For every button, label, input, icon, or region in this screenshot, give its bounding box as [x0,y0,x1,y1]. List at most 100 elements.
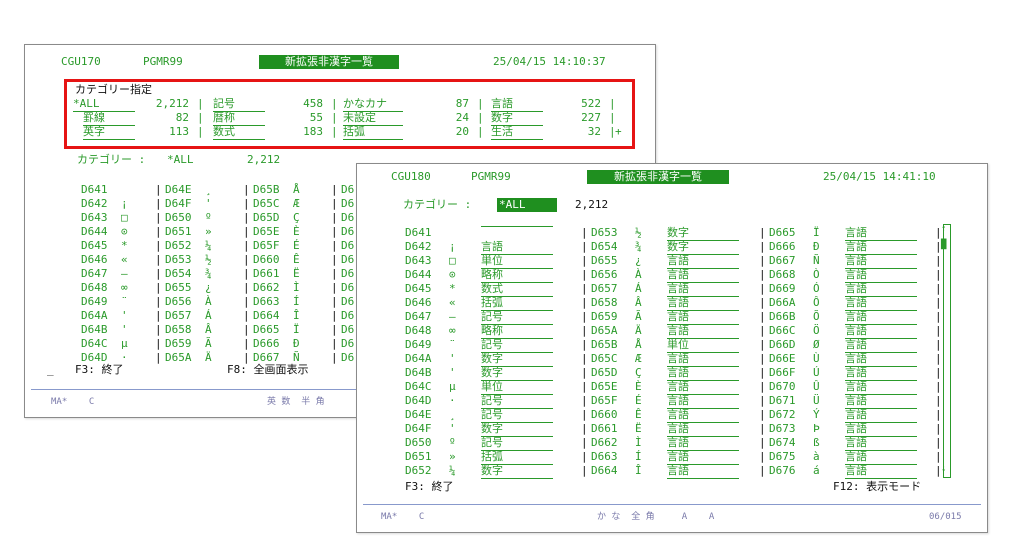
column-separator: | [477,125,484,138]
category-option[interactable]: 数式 [213,125,265,140]
char-code: D664 [591,464,618,477]
char-glyph: ∞ [449,324,456,337]
category-option[interactable]: 未設定 [343,111,403,126]
char-glyph: ½ [205,253,212,266]
column-separator: | [581,450,588,463]
f3-exit-key[interactable]: F3: 終了 [405,480,454,493]
category-field[interactable]: 記号 [481,338,553,353]
column-separator: | [759,380,766,393]
category-field[interactable]: 言語 [667,464,739,479]
category-field[interactable]: 言語 [667,380,739,395]
scroll-thumb[interactable]: █ [941,240,947,250]
category-option[interactable]: 暦称 [213,111,265,126]
category-field[interactable]: 言語 [667,394,739,409]
char-code: D665 [253,323,280,336]
category-field[interactable]: 言語 [845,450,917,465]
f3-exit-key[interactable]: F3: 終了 [75,363,124,376]
char-code: D6 [341,295,355,308]
category-field[interactable]: 言語 [667,324,739,339]
column-separator: | [331,225,338,238]
category-field[interactable]: 言語 [845,352,917,367]
category-field[interactable]: 略称 [481,268,553,283]
category-option[interactable]: 数字 [491,111,543,126]
scrollbar[interactable] [943,224,951,478]
category-option[interactable]: かなカナ [343,97,403,112]
category-field[interactable]: 言語 [667,254,739,269]
category-field[interactable]: 言語 [845,436,917,451]
category-option[interactable]: *ALL [73,97,135,112]
char-glyph: □ [449,254,456,267]
scroll-down-icon[interactable]: ⇣ [941,464,947,474]
category-field[interactable]: 記号 [481,408,553,423]
char-glyph: ¾ [205,267,212,280]
category-option[interactable]: 英字 [83,125,135,140]
char-glyph: ' [449,366,456,379]
category-input[interactable]: *ALL [497,198,557,212]
category-field[interactable]: 数字 [667,226,739,241]
category-field[interactable]: 言語 [667,422,739,437]
char-code: D660 [591,408,618,421]
category-option[interactable]: 括弧 [343,125,403,140]
category-field[interactable]: 数字 [481,352,553,367]
category-field[interactable]: 言語 [845,338,917,353]
category-field[interactable]: 言語 [667,436,739,451]
category-field[interactable]: 言語 [845,366,917,381]
category-field[interactable]: 言語 [845,254,917,269]
category-field[interactable]: 記号 [481,394,553,409]
column-separator: | [581,254,588,267]
char-code: D64D [81,351,108,364]
char-code: D670 [769,380,796,393]
scroll-up-icon[interactable]: ⇡ [941,224,947,234]
category-field[interactable]: 数字 [481,422,553,437]
category-field[interactable]: 数字 [667,240,739,255]
category-field[interactable]: 数式 [481,282,553,297]
category-field[interactable]: 単位 [667,338,739,353]
category-field[interactable]: 記号 [481,310,553,325]
category-field[interactable]: 単位 [481,380,553,395]
f8-fullscreen-key[interactable]: F8: 全画面表示 [227,363,309,376]
category-field[interactable]: 言語 [845,422,917,437]
category-field[interactable]: 言語 [845,296,917,311]
category-field[interactable]: 言語 [845,282,917,297]
category-field[interactable]: 言語 [845,310,917,325]
category-field[interactable]: 言語 [845,240,917,255]
char-glyph: ¨ [121,295,128,308]
category-field[interactable]: 数字 [481,366,553,381]
category-field[interactable]: 言語 [667,310,739,325]
category-field[interactable]: 言語 [667,408,739,423]
column-separator: | [331,323,338,336]
category-field[interactable]: 単位 [481,254,553,269]
category-field[interactable]: 言語 [845,380,917,395]
category-field[interactable]: 括弧 [481,450,553,465]
column-separator: | [243,337,250,350]
category-field[interactable]: 言語 [845,408,917,423]
category-field[interactable]: 言語 [667,366,739,381]
category-field[interactable]: 言語 [667,352,739,367]
category-field[interactable]: 言語 [481,240,553,255]
category-field[interactable]: 略称 [481,324,553,339]
category-field[interactable]: 言語 [845,268,917,283]
category-field[interactable]: 言語 [667,296,739,311]
category-value[interactable]: *ALL [167,153,194,166]
category-field[interactable]: 言語 [845,226,917,241]
f12-display-mode-key[interactable]: F12: 表示モード [833,480,922,493]
category-field[interactable]: 数字 [481,464,553,479]
category-option[interactable]: 罫線 [83,111,135,126]
category-option[interactable]: 言語 [491,97,543,112]
category-option[interactable]: 記号 [213,97,265,112]
category-field[interactable]: 言語 [845,394,917,409]
category-field[interactable]: 言語 [845,464,917,479]
char-code: D66D [769,338,796,351]
category-field[interactable]: 記号 [481,436,553,451]
char-code: D666 [253,337,280,350]
category-field[interactable]: 言語 [667,268,739,283]
char-glyph: Å [293,183,300,196]
category-field[interactable]: 言語 [667,450,739,465]
category-field[interactable]: 括弧 [481,296,553,311]
category-field[interactable] [481,226,553,227]
category-field[interactable]: 言語 [845,324,917,339]
char-code: D65D [591,366,618,379]
category-field[interactable]: 言語 [667,282,739,297]
category-option[interactable]: 生活 [491,125,543,140]
column-separator: | [581,352,588,365]
